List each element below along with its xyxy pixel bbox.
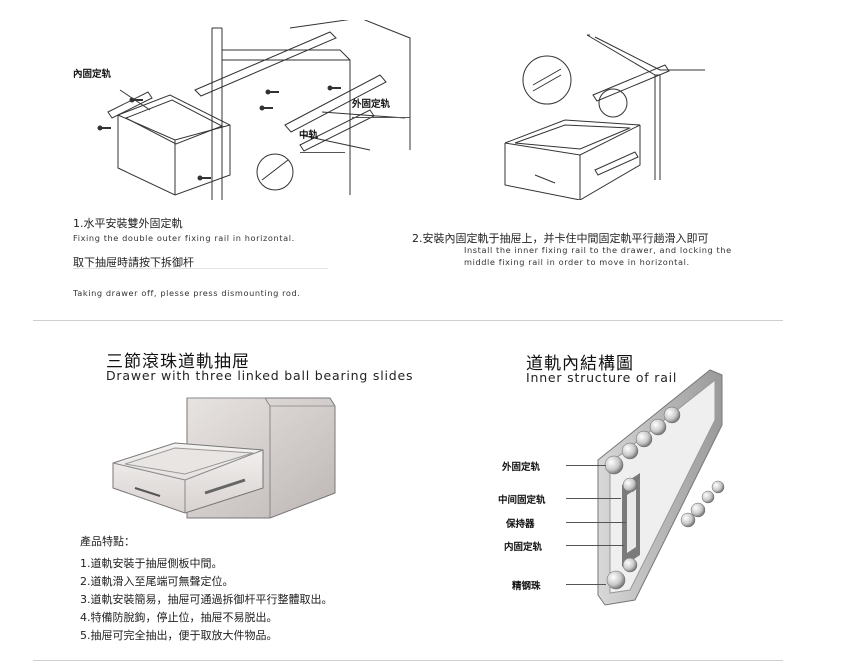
bottom-divider <box>33 660 783 661</box>
drawer-illustration <box>112 397 336 519</box>
feature-item-3: 3.道軌安裝簡易，抽屉可通過拆御杆平行整體取出。 <box>80 593 333 606</box>
features-heading: 產品特點： <box>80 535 135 548</box>
step2-illustration <box>504 34 705 200</box>
step1-remove-cn: 取下抽屉時請按下拆御杆 <box>73 256 194 269</box>
step2-title-cn: 2.安裝內固定軌于抽屉上，并卡住中間固定軌平行趟滑入即可 <box>412 232 709 245</box>
leader-line <box>566 584 606 585</box>
step2-title-en-2: middle fixing rail in order to move in h… <box>464 257 690 267</box>
drawer-section-title-cn: 三節滾珠道軌抽屉 <box>106 352 250 372</box>
rail-structure-title-cn: 道軌內結構圖 <box>526 354 634 374</box>
feature-item-5: 5.抽屉可完全抽出，便于取放大件物品。 <box>80 629 278 642</box>
step2-title-en-1: Install the inner fixing rail to the dra… <box>464 245 732 255</box>
leader-line <box>566 465 606 466</box>
leader-line <box>566 522 626 523</box>
step1-illustration <box>97 20 411 200</box>
feature-item-1: 1.道軌安裝于抽屉側板中間。 <box>80 557 223 570</box>
label-outer-fixing-rail: 外固定轨 <box>352 99 391 110</box>
rail-label-retainer: 保持器 <box>506 519 535 530</box>
step1-remove-en: Taking drawer off, plesse press dismount… <box>73 288 301 298</box>
feature-item-2: 2.道軌滑入至尾端可無聲定位。 <box>80 575 234 588</box>
label-middle-rail: 中轨 <box>299 130 319 141</box>
feature-item-4: 4.特備防脫鉤，停止位，抽屉不易脱出。 <box>80 611 278 624</box>
divider <box>73 268 328 269</box>
rail-label-steel-ball: 精钢珠 <box>512 581 541 592</box>
label-inner-fixing-rail: 內固定轨 <box>73 69 112 80</box>
step1-title-cn: 1.水平安裝雙外固定軌 <box>73 217 183 230</box>
rail-label-outer-fixing: 外固定轨 <box>502 462 541 473</box>
rail-label-middle-fixing: 中间固定轨 <box>498 495 546 506</box>
rail-cross-section-illustration <box>597 369 725 606</box>
section-divider <box>33 320 783 321</box>
drawer-section-title-en: Drawer with three linked ball bearing sl… <box>106 368 414 383</box>
leader-line <box>566 498 621 499</box>
rail-structure-title-en: Inner structure of rail <box>526 370 678 385</box>
leader-line <box>352 117 410 118</box>
step1-title-en: Fixing the double outer fixing rail in h… <box>73 233 295 243</box>
rail-label-inner-fixing: 内固定轨 <box>504 542 543 553</box>
leader-line <box>300 152 345 153</box>
leader-line <box>566 545 624 546</box>
